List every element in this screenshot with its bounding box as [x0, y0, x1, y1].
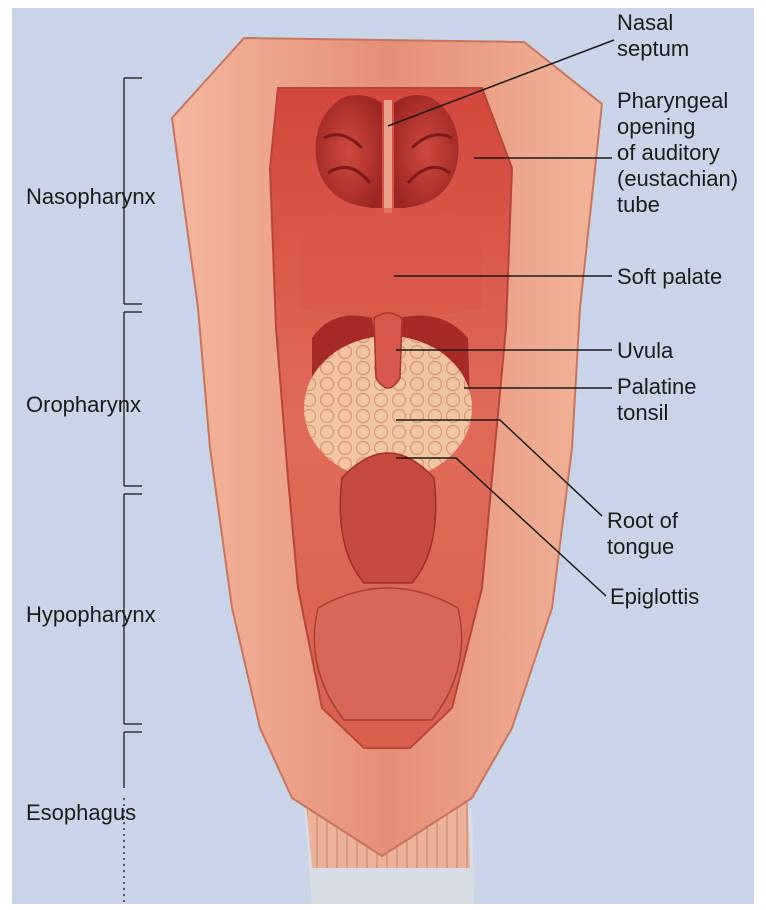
soft-palate: [300, 208, 482, 318]
diagram-frame: Nasopharynx Oropharynx Hypopharynx Esoph…: [12, 8, 754, 904]
hypopharynx-chamber: [314, 588, 461, 720]
region-oropharynx: Oropharynx: [26, 392, 141, 418]
label-soft-palate: Soft palate: [617, 264, 722, 290]
label-epiglottis: Epiglottis: [610, 584, 699, 610]
epiglottis-shape: [340, 453, 435, 583]
region-esophagus: Esophagus: [26, 800, 136, 826]
label-palatine-tonsil: Palatine tonsil: [617, 374, 697, 426]
region-nasopharynx: Nasopharynx: [26, 184, 156, 210]
label-nasal-septum: Nasal septum: [617, 10, 689, 62]
label-root-of-tongue: Root of tongue: [607, 508, 678, 560]
label-pharyngeal-opening: Pharyngeal opening of auditory (eustachi…: [617, 88, 738, 218]
label-uvula: Uvula: [617, 338, 673, 364]
region-hypopharynx: Hypopharynx: [26, 602, 156, 628]
